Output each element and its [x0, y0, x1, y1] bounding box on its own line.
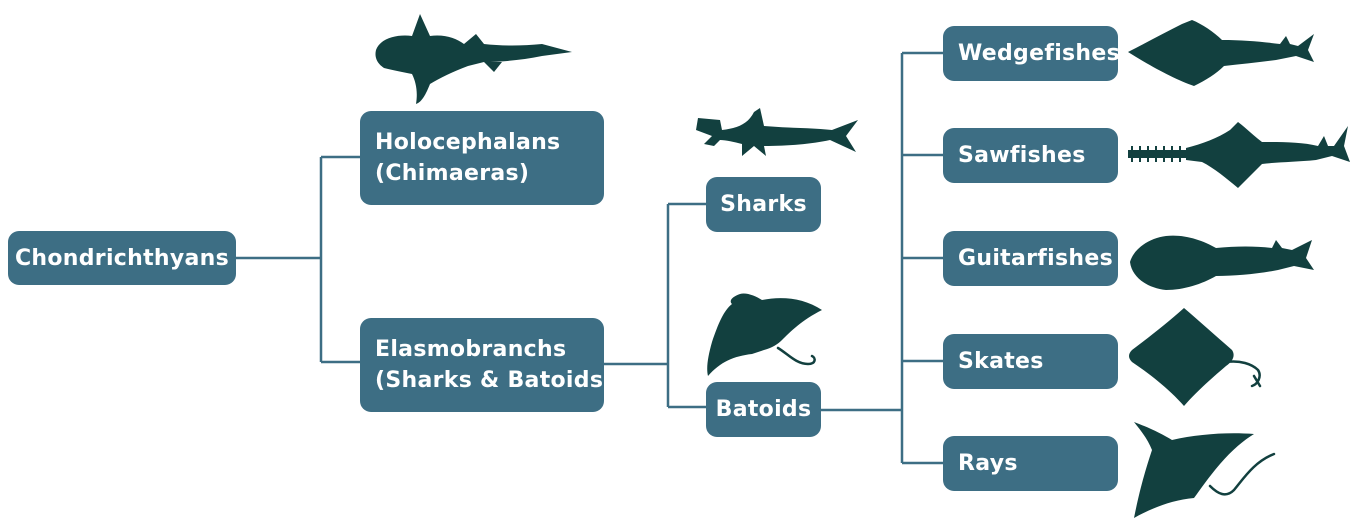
- node-guitarfishes: Guitarfishes: [943, 231, 1118, 286]
- connector-root: [236, 157, 360, 362]
- skate-icon: [1128, 306, 1268, 410]
- manta-ray-icon: [704, 290, 824, 378]
- node-holocephalans: Holocephalans (Chimaeras): [360, 111, 604, 205]
- wedgefish-icon: [1126, 16, 1318, 88]
- node-label: Guitarfishes: [958, 243, 1118, 274]
- hammerhead-shark-icon: [692, 106, 862, 164]
- node-label: Chondrichthyans: [15, 243, 229, 274]
- node-label: Rays: [958, 448, 1118, 479]
- connector-elasmobranchs: [604, 204, 706, 407]
- ray-icon: [1128, 420, 1278, 520]
- node-label: Skates: [958, 346, 1118, 377]
- node-chondrichthyans: Chondrichthyans: [8, 231, 236, 285]
- node-wedgefishes: Wedgefishes: [943, 26, 1118, 81]
- node-label: Sawfishes: [958, 140, 1118, 171]
- node-label: Sharks: [720, 189, 807, 220]
- sawfish-icon: [1126, 118, 1352, 190]
- node-sawfishes: Sawfishes: [943, 128, 1118, 183]
- node-label-line2: (Sharks & Batoids): [375, 365, 604, 396]
- node-label: Wedgefishes: [958, 38, 1118, 69]
- node-rays: Rays: [943, 436, 1118, 491]
- node-label-line1: Elasmobranchs: [375, 334, 604, 365]
- node-label-line1: Holocephalans: [375, 127, 604, 158]
- node-batoids: Batoids: [706, 382, 821, 437]
- node-label-line2: (Chimaeras): [375, 158, 604, 189]
- node-skates: Skates: [943, 334, 1118, 389]
- guitarfish-icon: [1126, 226, 1318, 296]
- node-elasmobranchs: Elasmobranchs (Sharks & Batoids): [360, 318, 604, 412]
- node-label: Batoids: [716, 394, 812, 425]
- node-sharks: Sharks: [706, 177, 821, 232]
- chimaera-icon: [372, 12, 577, 107]
